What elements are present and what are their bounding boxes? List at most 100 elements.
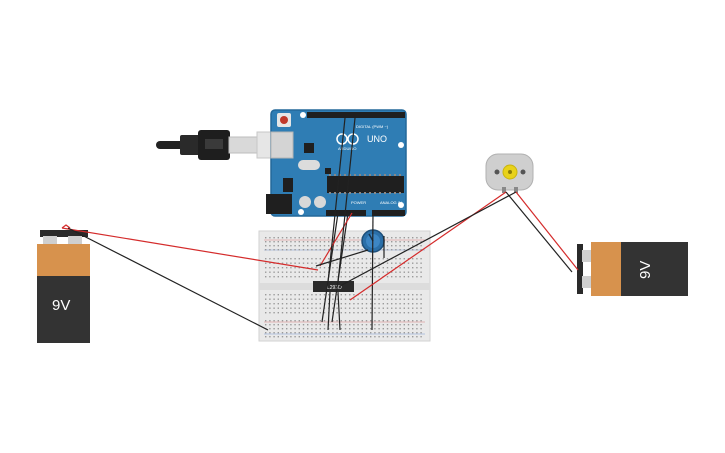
breadboard-hole[interactable] (365, 328, 368, 330)
breadboard-hole[interactable] (412, 320, 414, 322)
breadboard-hole[interactable] (399, 298, 401, 300)
breadboard-hole[interactable] (281, 294, 284, 296)
breadboard-hole[interactable] (302, 324, 305, 326)
breadboard-hole[interactable] (323, 298, 326, 300)
power-header[interactable] (326, 210, 366, 216)
breadboard-hole[interactable] (265, 241, 267, 243)
breadboard-hole[interactable] (290, 336, 292, 338)
breadboard-hole[interactable] (353, 328, 355, 330)
breadboard-hole[interactable] (391, 332, 393, 334)
reset-button[interactable] (280, 116, 288, 124)
breadboard-hole[interactable] (407, 262, 410, 264)
breadboard-hole[interactable] (349, 262, 351, 264)
breadboard-hole[interactable] (269, 237, 271, 239)
breadboard-hole[interactable] (365, 276, 368, 278)
breadboard-hole[interactable] (298, 258, 300, 260)
breadboard-hole[interactable] (277, 258, 279, 260)
breadboard-hole[interactable] (344, 307, 347, 309)
breadboard-hole[interactable] (311, 267, 313, 269)
breadboard-hole[interactable] (361, 312, 363, 314)
breadboard-hole[interactable] (420, 271, 422, 273)
breadboard-hole[interactable] (370, 336, 372, 338)
breadboard-hole[interactable] (370, 262, 372, 264)
breadboard-hole[interactable] (298, 320, 300, 322)
breadboard-hole[interactable] (399, 336, 401, 338)
breadboard-hole[interactable] (391, 294, 393, 296)
breadboard-hole[interactable] (412, 276, 414, 278)
breadboard-hole[interactable] (395, 241, 397, 243)
breadboard-hole[interactable] (290, 237, 292, 239)
breadboard-hole[interactable] (332, 332, 334, 334)
breadboard-hole[interactable] (307, 303, 309, 305)
breadboard-hole[interactable] (374, 328, 376, 330)
breadboard-hole[interactable] (344, 336, 347, 338)
breadboard-hole[interactable] (349, 245, 351, 247)
breadboard-hole[interactable] (328, 267, 330, 269)
breadboard-hole[interactable] (407, 303, 410, 305)
breadboard-hole[interactable] (370, 332, 372, 334)
wire-motor-negative[interactable] (339, 191, 517, 287)
breadboard-hole[interactable] (395, 332, 397, 334)
breadboard-hole[interactable] (281, 237, 284, 239)
breadboard-hole[interactable] (332, 258, 334, 260)
wire-left-battery-positive[interactable] (61, 227, 319, 271)
breadboard-hole[interactable] (328, 294, 330, 296)
breadboard-hole[interactable] (277, 324, 279, 326)
breadboard-hole[interactable] (328, 262, 330, 264)
breadboard-hole[interactable] (273, 336, 275, 338)
breadboard-hole[interactable] (302, 249, 305, 251)
breadboard-hole[interactable] (294, 245, 296, 247)
breadboard-hole[interactable] (294, 267, 296, 269)
breadboard-hole[interactable] (357, 332, 359, 334)
breadboard-hole[interactable] (273, 303, 275, 305)
breadboard-hole[interactable] (412, 332, 414, 334)
breadboard-hole[interactable] (395, 307, 397, 309)
breadboard-hole[interactable] (328, 258, 330, 260)
breadboard-hole[interactable] (420, 332, 422, 334)
breadboard-hole[interactable] (315, 303, 317, 305)
breadboard-hole[interactable] (290, 312, 292, 314)
breadboard-hole[interactable] (378, 303, 380, 305)
breadboard-hole[interactable] (298, 294, 300, 296)
breadboard-hole[interactable] (399, 267, 401, 269)
breadboard-hole[interactable] (294, 258, 296, 260)
breadboard-hole[interactable] (294, 312, 296, 314)
breadboard-hole[interactable] (374, 332, 376, 334)
breadboard-hole[interactable] (399, 276, 401, 278)
breadboard-hole[interactable] (391, 249, 393, 251)
breadboard-hole[interactable] (298, 237, 300, 239)
breadboard-hole[interactable] (302, 271, 305, 273)
breadboard-hole[interactable] (315, 324, 317, 326)
breadboard-hole[interactable] (332, 320, 334, 322)
breadboard-hole[interactable] (307, 298, 309, 300)
breadboard-hole[interactable] (286, 276, 288, 278)
breadboard-hole[interactable] (357, 328, 359, 330)
breadboard-hole[interactable] (378, 324, 380, 326)
breadboard-hole[interactable] (353, 258, 355, 260)
breadboard-hole[interactable] (311, 332, 313, 334)
breadboard-hole[interactable] (416, 294, 418, 296)
breadboard-hole[interactable] (332, 294, 334, 296)
breadboard-hole[interactable] (302, 262, 305, 264)
breadboard-hole[interactable] (391, 262, 393, 264)
breadboard-hole[interactable] (307, 262, 309, 264)
breadboard-hole[interactable] (412, 237, 414, 239)
breadboard-hole[interactable] (336, 241, 338, 243)
breadboard-hole[interactable] (382, 294, 384, 296)
breadboard-hole[interactable] (382, 328, 384, 330)
breadboard-hole[interactable] (344, 271, 347, 273)
breadboard-hole[interactable] (311, 320, 313, 322)
breadboard-hole[interactable] (340, 241, 342, 243)
breadboard-hole[interactable] (386, 328, 389, 330)
breadboard-hole[interactable] (374, 303, 376, 305)
breadboard-hole[interactable] (391, 271, 393, 273)
breadboard-hole[interactable] (382, 312, 384, 314)
breadboard-hole[interactable] (386, 258, 389, 260)
breadboard-hole[interactable] (315, 258, 317, 260)
breadboard-hole[interactable] (307, 245, 309, 247)
breadboard-hole[interactable] (357, 303, 359, 305)
breadboard-hole[interactable] (315, 249, 317, 251)
breadboard-hole[interactable] (361, 298, 363, 300)
breadboard-hole[interactable] (294, 336, 296, 338)
breadboard-hole[interactable] (374, 307, 376, 309)
